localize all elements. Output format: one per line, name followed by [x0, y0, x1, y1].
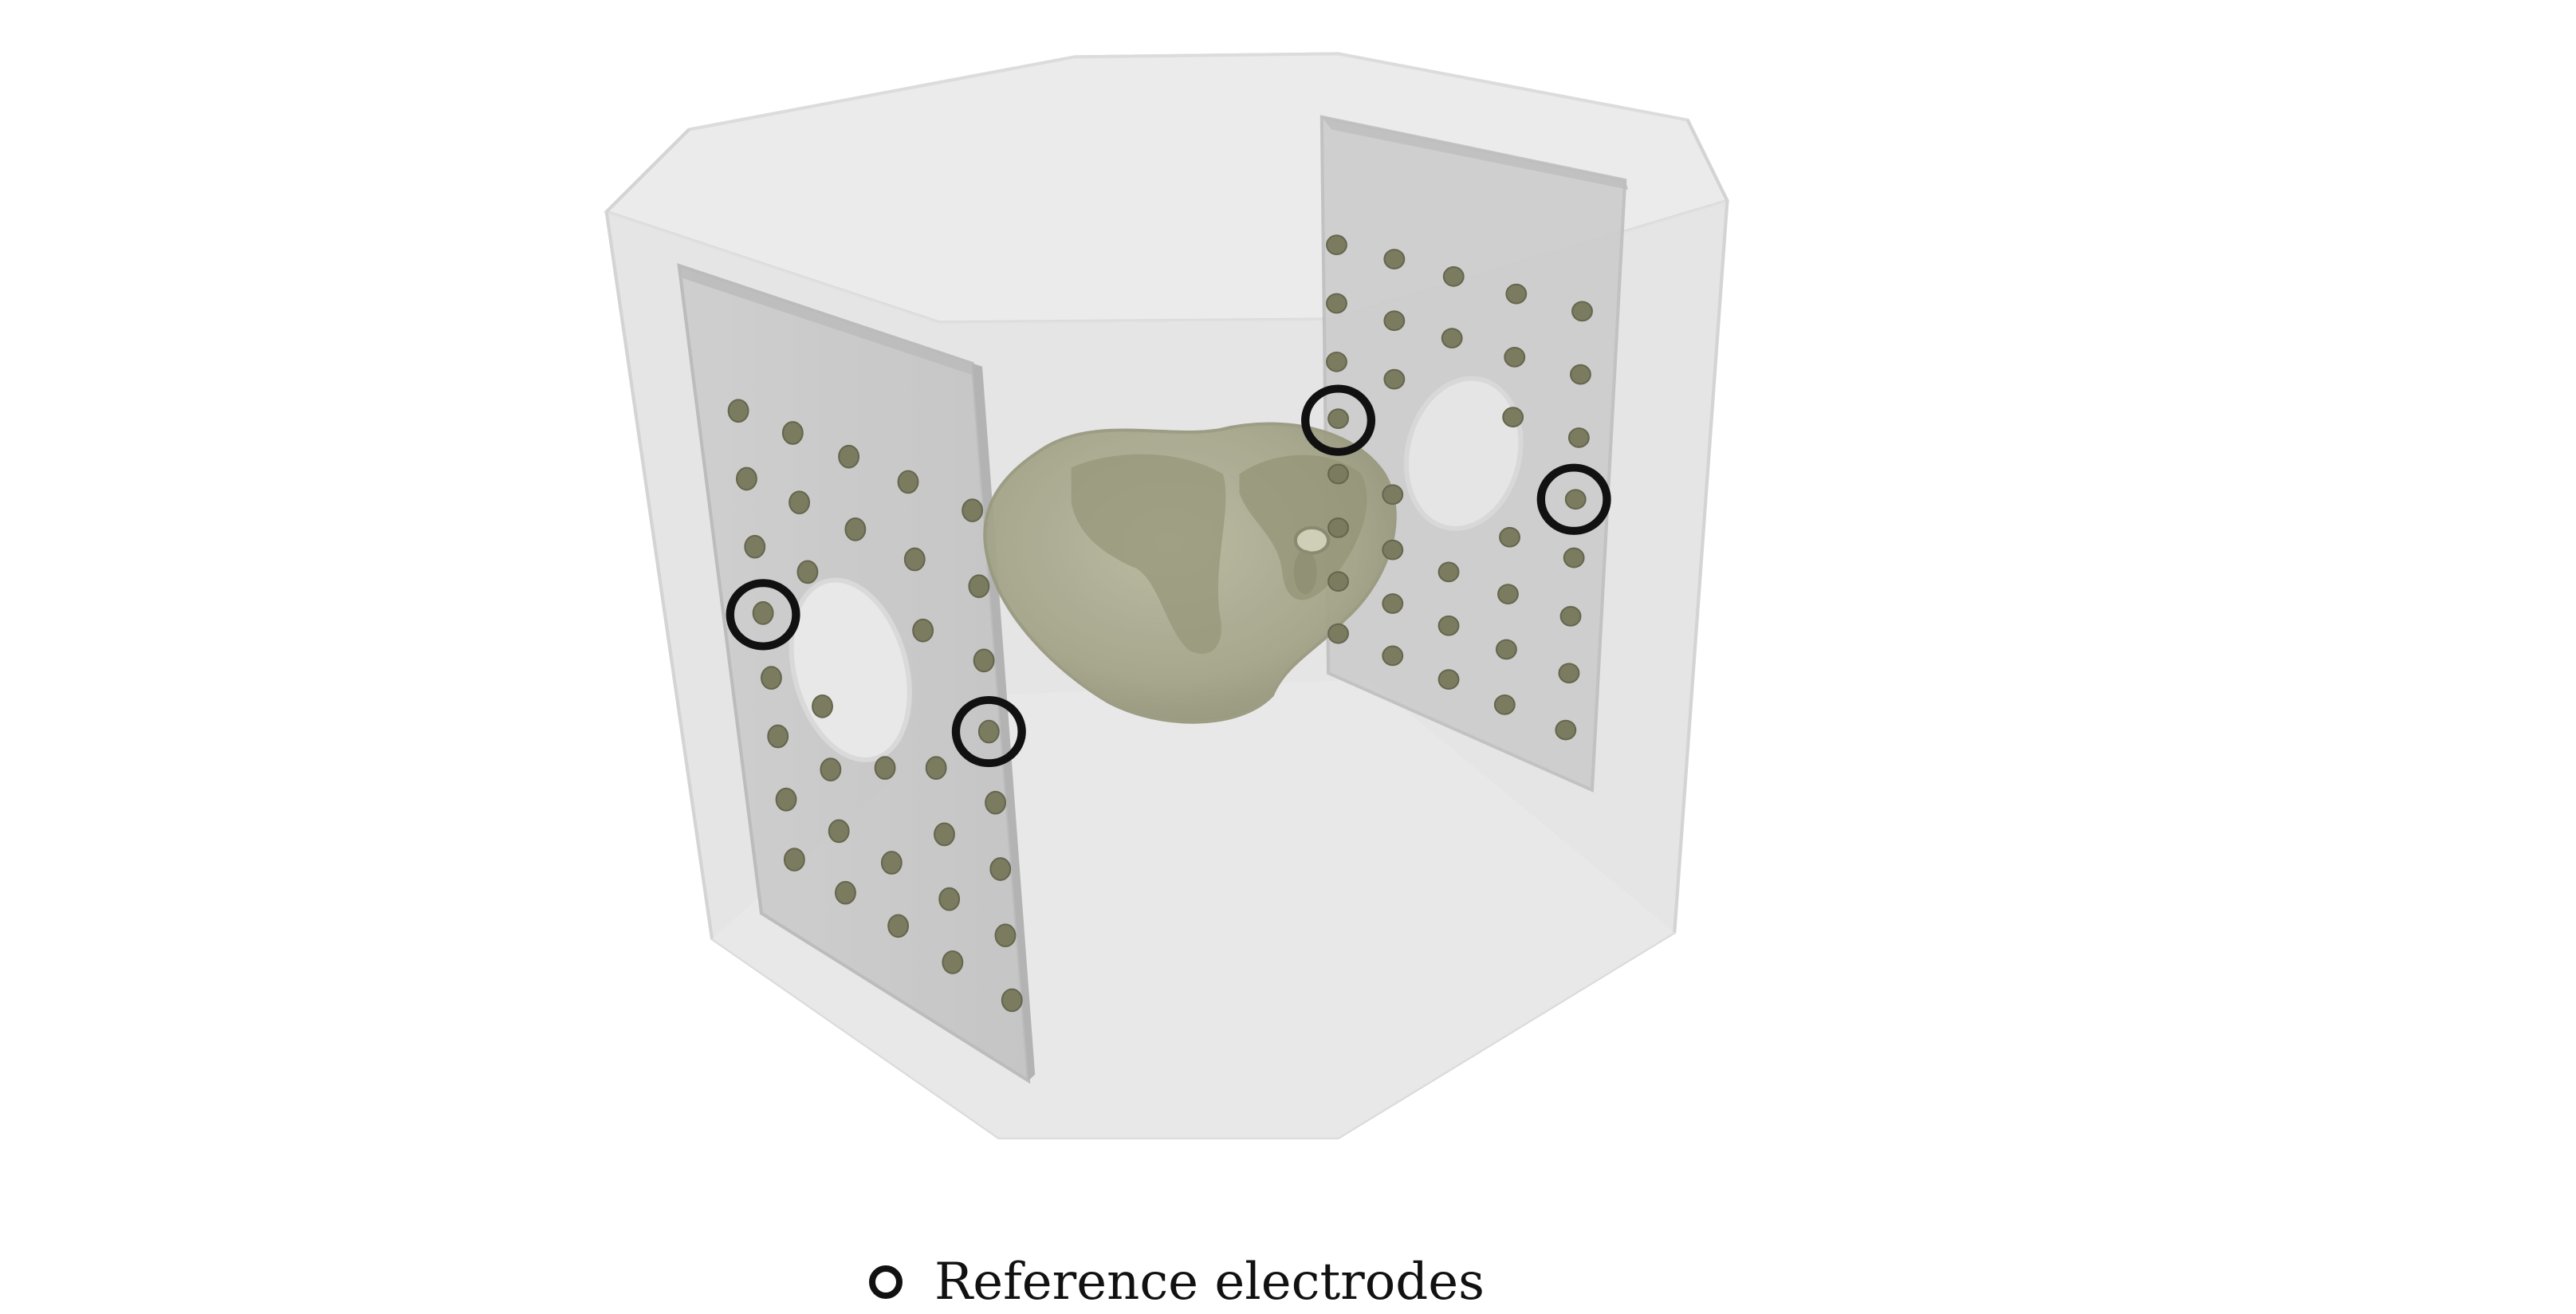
tank-edge-right-inner	[1685, 119, 1729, 202]
heart-ventricle-shadow	[1071, 454, 1226, 654]
tank-edge-right	[1673, 200, 1729, 933]
open-circle-icon	[869, 1265, 903, 1299]
heart-vessel-opening	[1293, 525, 1331, 555]
reference-marker-3	[1301, 384, 1376, 456]
right-plate-electrodes	[1326, 234, 1593, 741]
reference-marker-1	[726, 579, 800, 651]
left-electrode-plate	[677, 263, 1036, 1084]
tank-edge-left-inner	[605, 128, 690, 213]
reference-electrode-markers	[726, 384, 1611, 768]
legend-label: Reference electrodes	[934, 1253, 1485, 1312]
right-plate-hole	[1403, 376, 1524, 531]
left-plate-electrodes	[727, 399, 1023, 1013]
heart-atrium-shadow	[1239, 454, 1367, 600]
right-electrode-plate	[1319, 115, 1629, 793]
tank-edge-left	[604, 211, 714, 939]
reference-marker-4	[1536, 463, 1611, 535]
legend: Reference electrodes	[869, 1250, 1485, 1314]
heart-model	[983, 422, 1397, 724]
reference-marker-2	[951, 695, 1026, 768]
